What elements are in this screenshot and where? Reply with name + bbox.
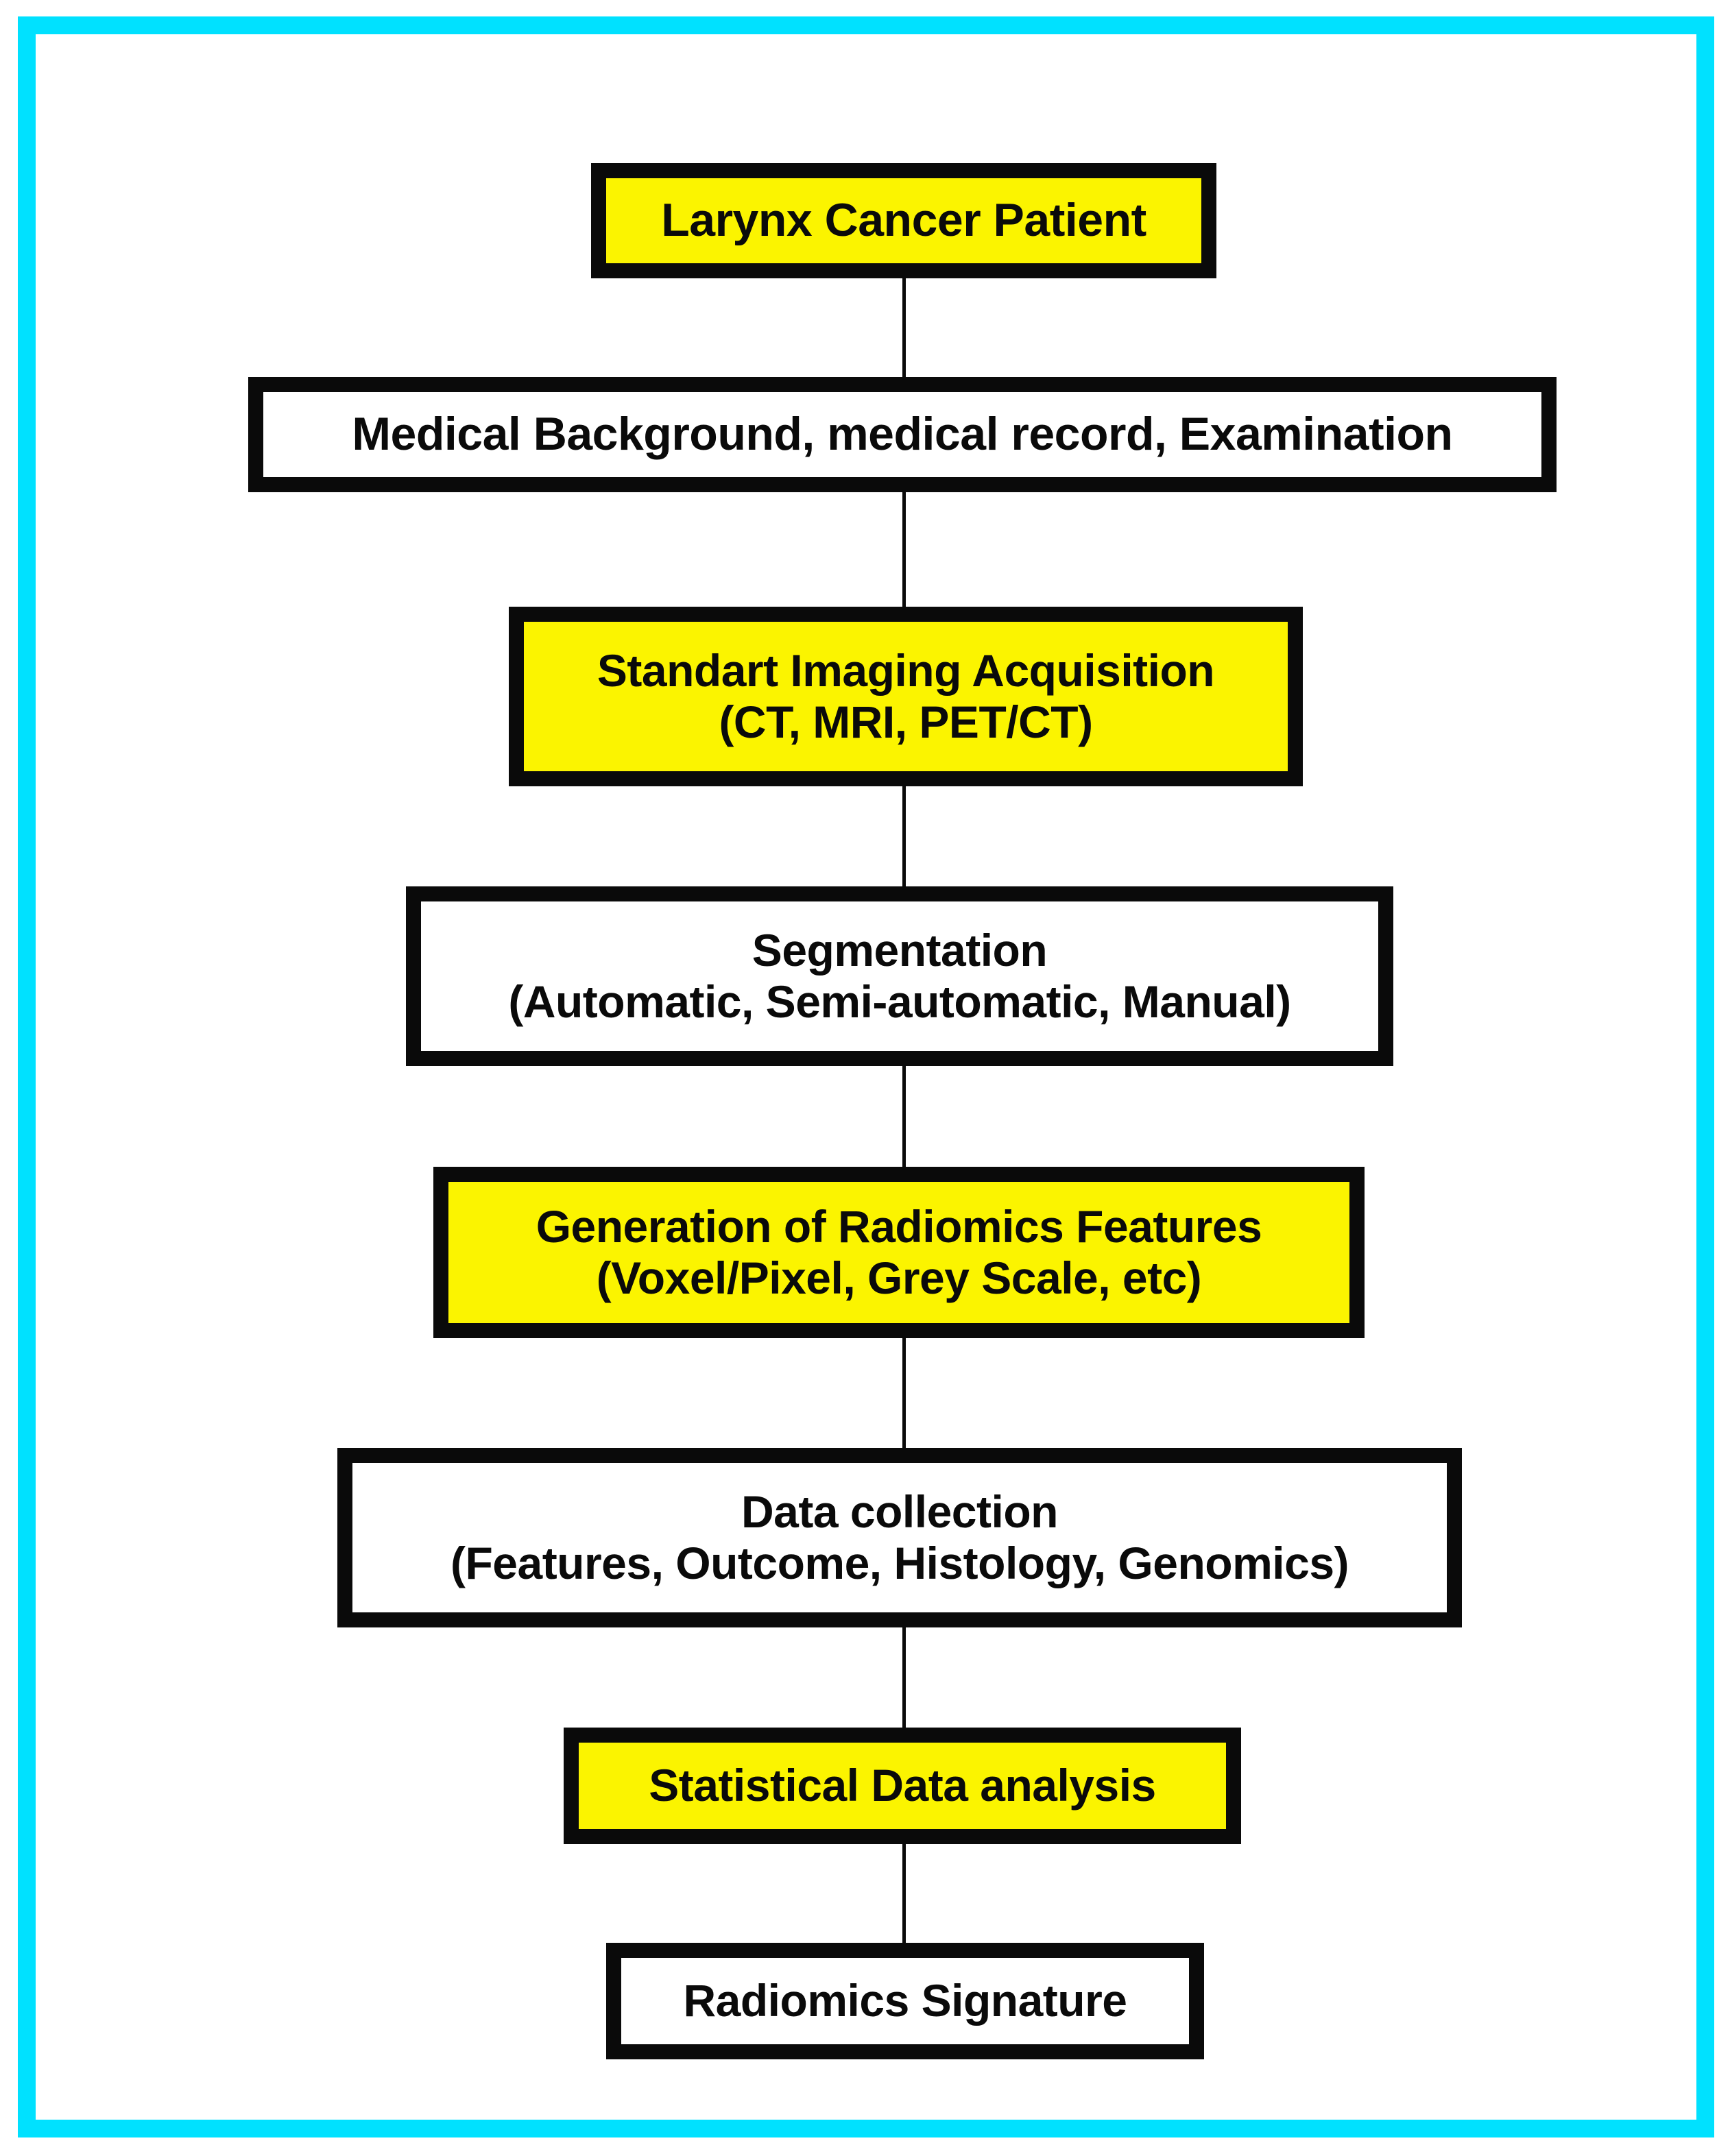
node-data-collection-line-1: Data collection — [741, 1486, 1058, 1537]
connector-segmentation-to-features — [902, 1066, 906, 1167]
node-statistical-data-analysis: Statistical Data analysis — [564, 1728, 1241, 1844]
node-larynx-cancer-patient-text: Larynx Cancer Patient — [606, 194, 1201, 247]
node-segmentation-text: Segmentation (Automatic, Semi-automatic,… — [421, 925, 1378, 1028]
node-larynx-cancer-patient: Larynx Cancer Patient — [591, 163, 1216, 278]
node-generation-of-radiomics-features: Generation of Radiomics Features (Voxel/… — [433, 1167, 1365, 1338]
radiomics-workflow-flowchart: Larynx Cancer Patient Medical Background… — [36, 34, 1696, 2120]
node-statistical-data-analysis-text: Statistical Data analysis — [579, 1760, 1226, 1811]
node-segmentation-line-2: (Automatic, Semi-automatic, Manual) — [508, 976, 1291, 1027]
connector-data-collection-to-analysis — [902, 1627, 906, 1728]
node-radiomics-signature: Radiomics Signature — [606, 1943, 1204, 2059]
connector-imaging-to-segmentation — [902, 786, 906, 886]
node-generation-of-radiomics-features-line-2: (Voxel/Pixel, Grey Scale, etc) — [596, 1252, 1202, 1303]
node-statistical-data-analysis-line-1: Statistical Data analysis — [649, 1760, 1156, 1811]
node-radiomics-signature-line-1: Radiomics Signature — [683, 1975, 1128, 2026]
node-medical-background: Medical Background, medical record, Exam… — [248, 377, 1557, 492]
node-data-collection-text: Data collection (Features, Outcome, Hist… — [352, 1486, 1447, 1589]
connector-features-to-data-collection — [902, 1338, 906, 1448]
cyan-border-frame: Larynx Cancer Patient Medical Background… — [18, 16, 1714, 2137]
connector-patient-to-background — [902, 278, 906, 377]
node-standart-imaging-acquisition-line-2: (CT, MRI, PET/CT) — [719, 697, 1093, 747]
connector-background-to-imaging — [902, 492, 906, 607]
node-standart-imaging-acquisition: Standart Imaging Acquisition (CT, MRI, P… — [509, 607, 1303, 786]
node-segmentation: Segmentation (Automatic, Semi-automatic,… — [406, 886, 1393, 1066]
node-data-collection-line-2: (Features, Outcome, Histology, Genomics) — [450, 1538, 1349, 1588]
node-generation-of-radiomics-features-line-1: Generation of Radiomics Features — [536, 1200, 1262, 1252]
node-generation-of-radiomics-features-text: Generation of Radiomics Features (Voxel/… — [448, 1201, 1349, 1304]
node-segmentation-line-1: Segmentation — [752, 924, 1048, 976]
connector-analysis-to-signature — [902, 1844, 906, 1943]
node-standart-imaging-acquisition-line-1: Standart Imaging Acquisition — [597, 644, 1215, 696]
node-medical-background-line-1: Medical Background, medical record, Exam… — [352, 408, 1453, 461]
node-larynx-cancer-patient-line-1: Larynx Cancer Patient — [661, 194, 1146, 247]
node-radiomics-signature-text: Radiomics Signature — [621, 1975, 1189, 2026]
node-medical-background-text: Medical Background, medical record, Exam… — [263, 408, 1541, 461]
node-data-collection: Data collection (Features, Outcome, Hist… — [337, 1448, 1462, 1627]
node-standart-imaging-acquisition-text: Standart Imaging Acquisition (CT, MRI, P… — [524, 645, 1288, 748]
